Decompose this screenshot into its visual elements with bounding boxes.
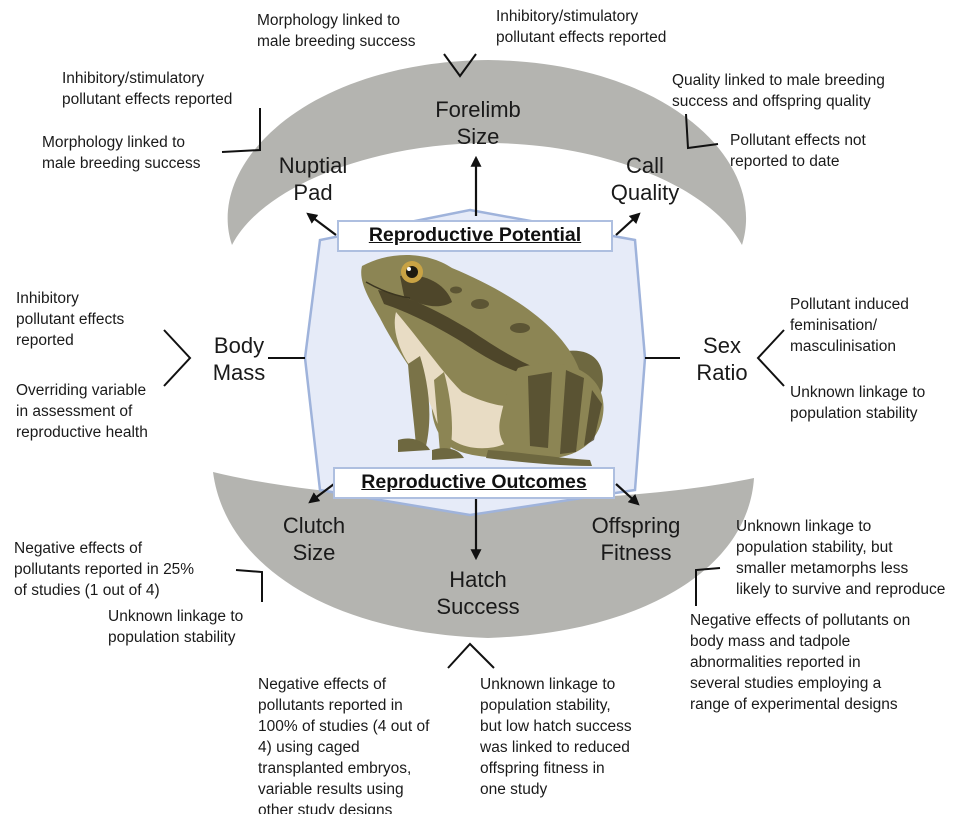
sex-ratio-label: Sex Ratio — [680, 332, 764, 386]
call-note-top: Quality linked to male breeding success … — [672, 70, 885, 112]
clutch-note-top: Negative effects of pollutants reported … — [14, 538, 194, 601]
hatch-note-right: Unknown linkage to population stability,… — [480, 674, 632, 800]
arrow-to-call — [616, 214, 639, 235]
reproductive-potential-banner: Reproductive Potential — [337, 220, 613, 252]
arrow-to-nuptial — [308, 214, 336, 235]
offspring-note-bottom: Negative effects of pollutants on body m… — [690, 610, 910, 715]
hatch-note-left: Negative effects of pollutants reported … — [258, 674, 429, 814]
body-mass-note-bottom: Overriding variable in assessment of rep… — [16, 380, 148, 443]
bracket-nuptial — [222, 108, 260, 152]
offspring-fitness-label: Offspring Fitness — [568, 512, 704, 566]
bracket-body-mass — [164, 330, 190, 386]
call-note-bottom: Pollutant effects not reported to date — [730, 130, 866, 172]
nuptial-pad-label: Nuptial Pad — [258, 152, 368, 206]
nuptial-note-bottom: Morphology linked to male breeding succe… — [42, 132, 201, 174]
forelimb-size-label: Forelimb Size — [414, 96, 542, 150]
clutch-size-label: Clutch Size — [258, 512, 370, 566]
offspring-note-top: Unknown linkage to population stability,… — [736, 516, 945, 600]
body-mass-label: Body Mass — [194, 332, 284, 386]
forelimb-note-left: Morphology linked to male breeding succe… — [257, 10, 416, 52]
sex-ratio-note-bottom: Unknown linkage to population stability — [790, 382, 925, 424]
sex-ratio-note-top: Pollutant induced feminisation/ masculin… — [790, 294, 909, 357]
hatch-success-label: Hatch Success — [412, 566, 544, 620]
nuptial-note-top: Inhibitory/stimulatory pollutant effects… — [62, 68, 232, 110]
call-quality-label: Call Quality — [586, 152, 704, 206]
clutch-note-bottom: Unknown linkage to population stability — [108, 606, 243, 648]
reproductive-outcomes-banner: Reproductive Outcomes — [333, 467, 615, 499]
body-mass-note-top: Inhibitory pollutant effects reported — [16, 288, 124, 351]
bracket-hatch — [448, 644, 494, 668]
bracket-clutch — [236, 570, 262, 602]
forelimb-note-right: Inhibitory/stimulatory pollutant effects… — [496, 6, 666, 48]
